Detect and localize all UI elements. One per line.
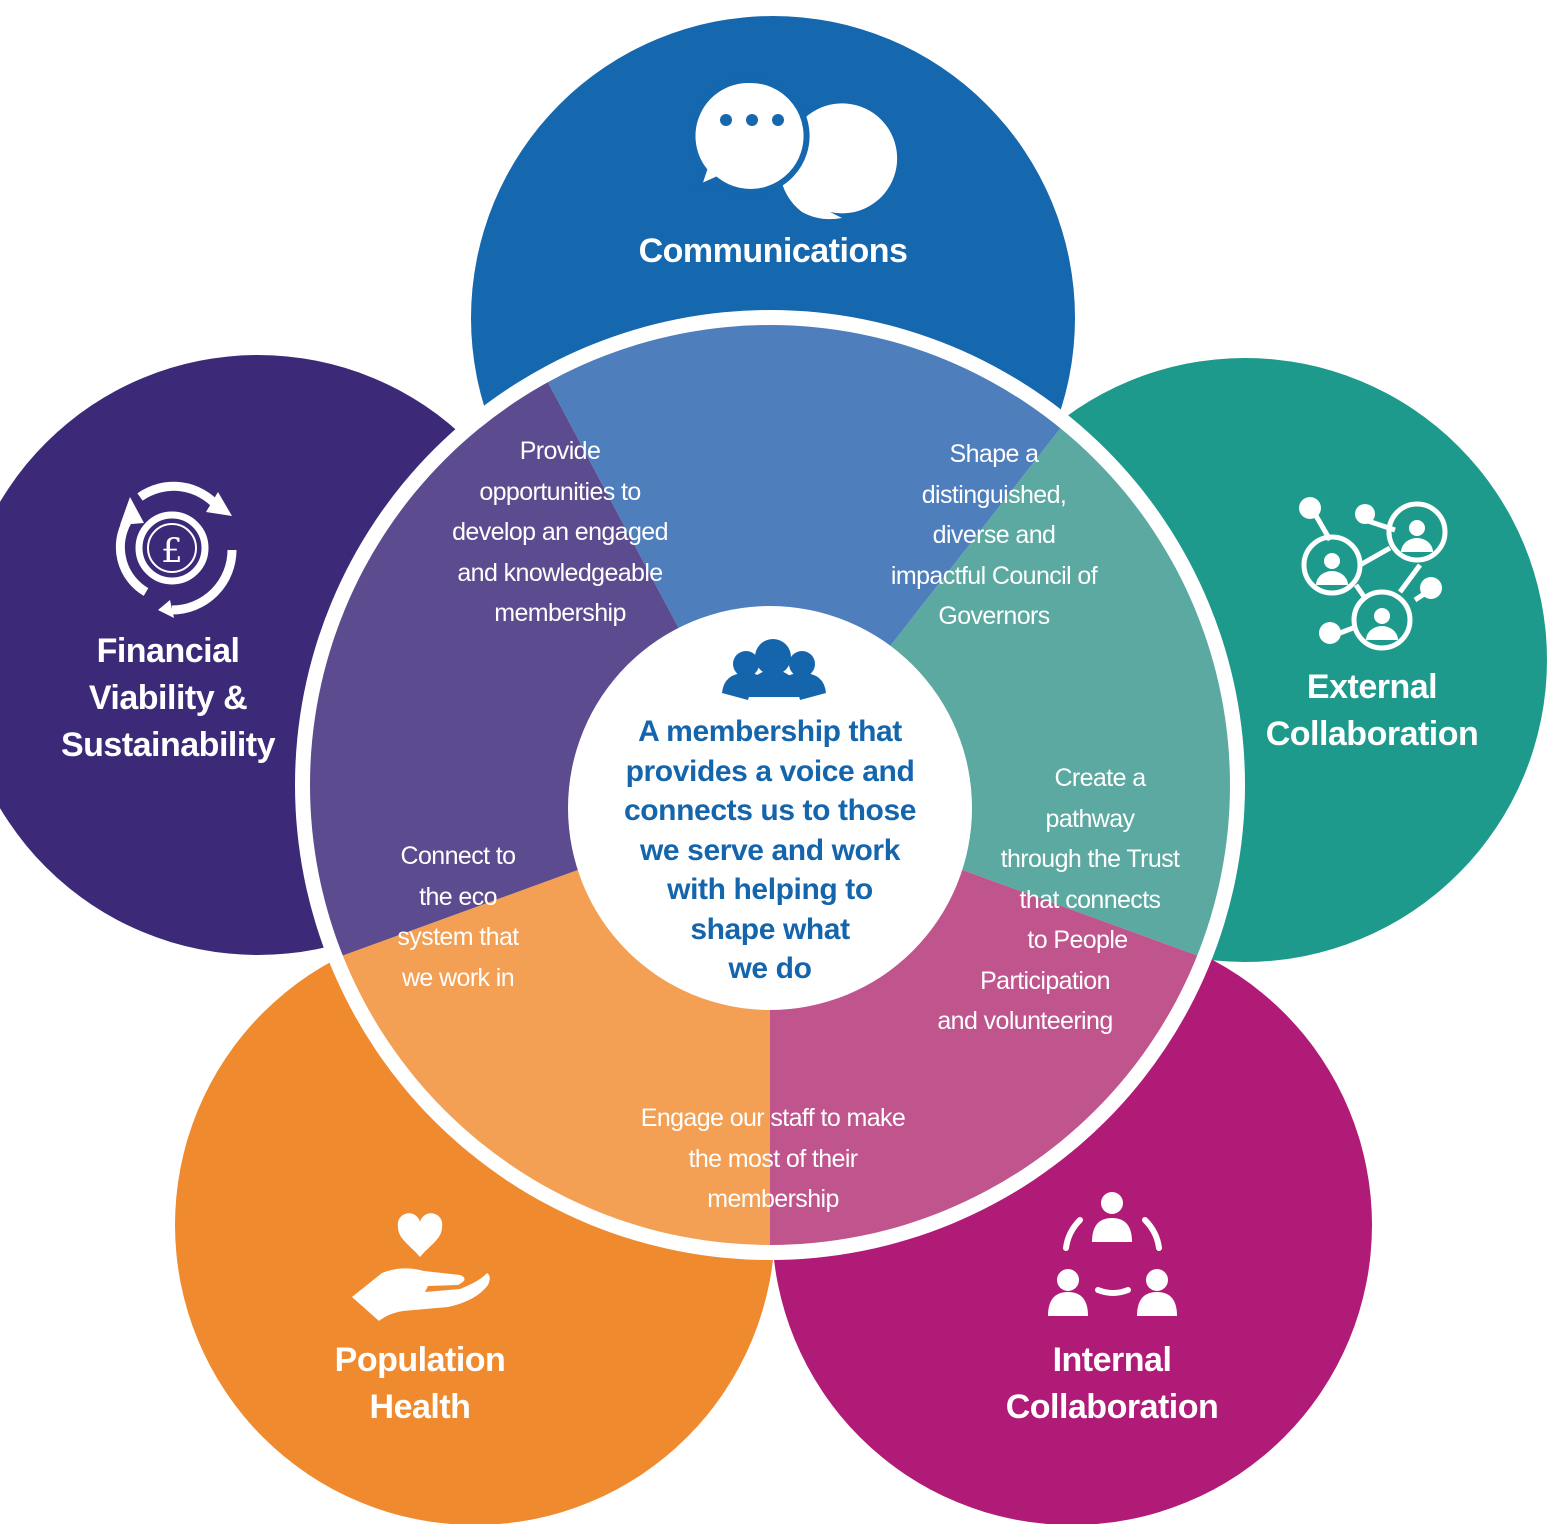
people-group-icon [722,639,826,700]
communications-title: Communications [638,232,908,270]
pound-symbol: £ [161,531,183,571]
segment-text-council-of-governors: Shape a distinguished, diverse and impac… [890,440,1098,630]
center-statement: A membership that provides a voice and c… [623,715,917,985]
segment-communications [441,325,1201,800]
pound-cycle-icon [115,481,237,618]
segment-text-pathway: Create a pathway through the Trust that … [937,764,1180,1035]
hand-heart-icon [352,1213,490,1321]
segment-text-engaged-membership: Provide opportunities to develop an enga… [452,437,668,627]
center-circle [568,606,972,1010]
network-nodes [1299,497,1442,644]
financial-title: Financial Viability & Sustainability [60,632,276,764]
internal-title: Internal Collaboration [1005,1341,1219,1426]
population-title: Population Health [334,1341,506,1426]
segment-text-eco-system: Connect to the eco system that we work i… [397,842,519,992]
chat-bubbles-icon [689,76,898,220]
team-cycle-icon [1048,1192,1177,1316]
external-title: External Collaboration [1265,668,1479,753]
segment-text-engage-staff: Engage our staff to make the most of the… [640,1104,906,1213]
